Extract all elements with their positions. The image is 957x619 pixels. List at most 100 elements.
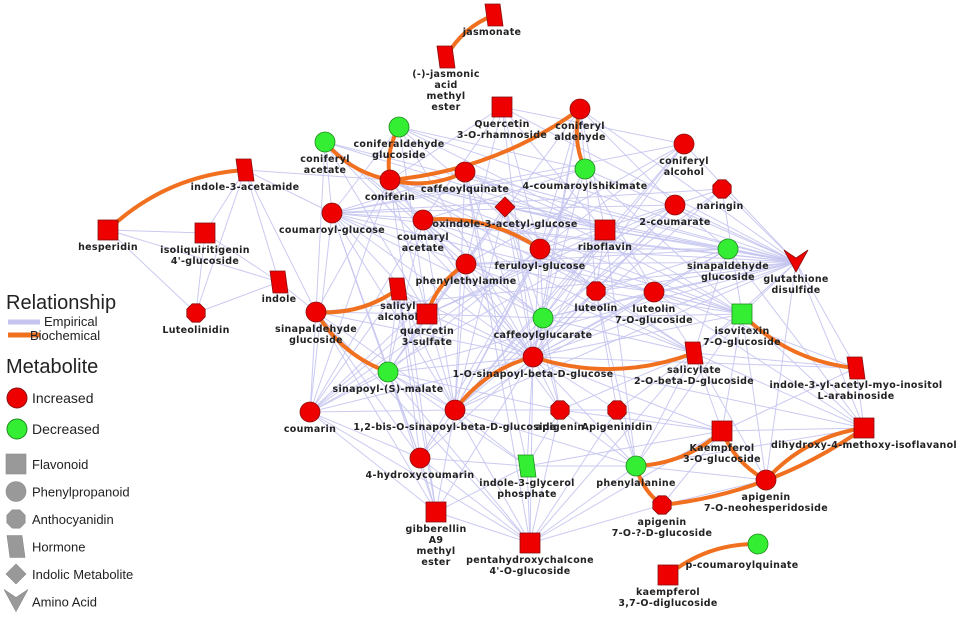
empirical-edge-glutathione-luteolin (595, 261, 797, 292)
node-phenylethylamine[interactable]: phenylethylamine (416, 253, 517, 287)
empirical-edge-isovitexin-apigenin_neohesp (741, 313, 767, 481)
node-riboflavin[interactable]: riboflavin (578, 219, 632, 253)
empirical-edge-sinapoyl_glucose-gibberellin (435, 356, 534, 513)
empirical-edge-luteolin-sinapoyl_glucose (532, 290, 597, 358)
node-label: 3-O-glucoside (683, 454, 761, 465)
empirical-edge-dihydroxy-kaempferol_glucoside (721, 427, 865, 432)
node-label: coniferyl (659, 156, 709, 167)
legend-biochemical-label: Biochemical (30, 328, 100, 343)
empirical-edge-coniferin-luteolin (389, 179, 597, 292)
empirical-edge-salicylate_glucoside-phenylalanine (635, 352, 695, 467)
node-p_coumaroylquinate[interactable]: p-coumaroylquinate (685, 533, 798, 571)
empirical-edge-coumarate2-glutathione (674, 204, 797, 263)
node-label: sinapoyl-(S)-malate (333, 384, 444, 395)
empirical-edge-coumaroylshikimate-glutathione (584, 168, 797, 263)
node-label: pentahydroxychalcone (466, 555, 594, 566)
node-label: kaempferol (636, 587, 700, 598)
node-label: 7-O-?-D-glucoside (612, 528, 712, 539)
node-hydroxycoumarin[interactable]: 4-hydroxycoumarin (366, 447, 475, 481)
node-label: L-arabinoside (818, 391, 895, 402)
node-caffeoylglucarate[interactable]: caffeoylglucarate (494, 307, 593, 341)
node-label: disulfide (771, 285, 820, 296)
parallelogram-marker (517, 454, 537, 478)
node-coumaroylshikimate[interactable]: 4-coumaroylshikimate (523, 158, 648, 192)
node-sinapoyl_malate[interactable]: sinapoyl-(S)-malate (333, 361, 444, 395)
empirical-edge-naringin-sinapoyl_glucose (532, 188, 723, 358)
node-label: isovitexin (714, 326, 769, 337)
empirical-edge-glutathione-indole3yl (795, 261, 857, 369)
empirical-edge-oxindole-riboflavin (504, 206, 606, 231)
node-coumaroyl_glucose[interactable]: coumaroyl-glucose (279, 202, 385, 236)
parallelogram-marker (269, 270, 289, 294)
node-indole3acetamide[interactable]: indole-3-acetamide (191, 158, 300, 193)
empirical-edge-glutathione-sinapoyl_glucose (532, 261, 797, 358)
node-label: 4'-glucoside (171, 256, 239, 267)
node-label: 3-O-rhamnoside (457, 130, 547, 141)
node-coniferin[interactable]: coniferin (365, 169, 415, 203)
empirical-edge-hydroxycoumarin-indole3glycerol (419, 457, 528, 467)
node-luteolin[interactable]: luteolin (574, 281, 617, 314)
node-hesperidin[interactable]: hesperidin (78, 219, 138, 253)
node-apigeninidin[interactable]: Apigeninidin (581, 400, 652, 433)
square-marker (519, 532, 541, 554)
node-indole3yl[interactable]: indole-3-yl-acetyl-myo-inositolL-arabino… (770, 356, 943, 402)
empirical-edge-sinapoyl_glucose-indole3glycerol (526, 356, 534, 467)
node-label: hesperidin (78, 242, 138, 253)
octagon-marker (186, 303, 206, 323)
circle-marker (314, 131, 336, 153)
empirical-edge-apigenin_glucoside-pentahydroxychalcone (529, 504, 663, 544)
node-dihydroxy[interactable]: dihydroxy-4-methoxy-isoflavanol (771, 417, 957, 451)
node-naringin[interactable]: naringin (696, 179, 743, 212)
square-marker (731, 303, 753, 325)
empirical-edge-coumarin-hydroxycoumarin (309, 411, 421, 459)
node-oxindole[interactable]: oxindole-3-acetyl-glucose (432, 196, 577, 230)
empirical-edge-bis_sinapoyl-phenylalanine (454, 409, 637, 467)
empirical-edge-glutathione-feruloyl_glucose (539, 248, 797, 263)
node-label: caffeoylquinate (421, 184, 509, 195)
empirical-edge-sinapoyl_glucose-phenylalanine (532, 356, 637, 467)
empirical-edge-sinapoyl_glucose-coumarin (309, 356, 534, 413)
node-label: phenylalanine (596, 478, 675, 489)
circle-marker (455, 253, 477, 275)
parallelogram-marker (484, 3, 504, 27)
node-indole[interactable]: indole (262, 270, 297, 305)
node-sinapoyl_glucose[interactable]: 1-O-sinapoyl-beta-D-glucose (453, 346, 614, 380)
node-luteolinidin[interactable]: Luteolinidin (162, 303, 229, 336)
node-coumarate2[interactable]: 2-coumarate (639, 194, 710, 228)
parallelogram-marker (684, 341, 704, 365)
node-caffeoylquinate[interactable]: caffeoylquinate (421, 161, 509, 195)
metabolite-nodes: jasmonate (-)-jasmonicacidmethylesterQuer… (78, 3, 957, 609)
node-coumarin[interactable]: coumarin (284, 401, 336, 435)
node-bis_sinapoyl[interactable]: 1,2-bis-O-sinapoyl-beta-D-glucoside (353, 399, 556, 433)
node-apigenin[interactable]: apigenin (536, 400, 585, 433)
empirical-edge-hesperidin-luteolinidin (107, 229, 197, 314)
node-jasmonate[interactable]: jasmonate (462, 3, 522, 38)
node-feruloyl_glucose[interactable]: feruloyl-glucose (494, 238, 585, 272)
node-label: isoliquiritigenin (160, 245, 250, 256)
empirical-edge-riboflavin-isovitexin (604, 229, 743, 315)
node-phenylalanine[interactable]: phenylalanine (596, 455, 675, 489)
